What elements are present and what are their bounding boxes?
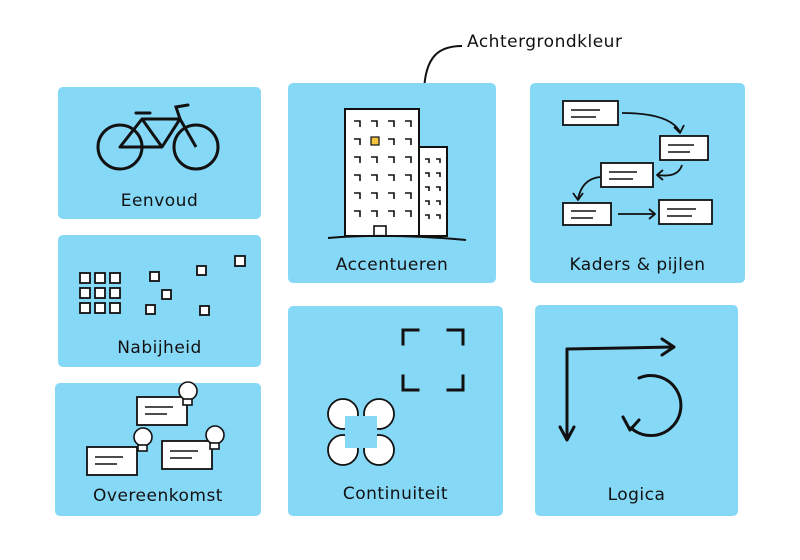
tile-nabijheid: Nabijheid xyxy=(58,235,261,367)
tile-eenvoud: Eenvoud xyxy=(58,87,261,219)
tile-label-continuiteit: Continuiteit xyxy=(342,484,449,504)
tile-continuiteit: Continuiteit xyxy=(288,306,503,516)
lightbulb-cards-icon xyxy=(86,381,225,476)
grouped-squares-icon xyxy=(79,255,246,316)
tile-label-logica: Logica xyxy=(607,485,666,505)
tile-accentueren: Accentueren xyxy=(288,83,496,283)
skyscraper-icon xyxy=(327,108,467,241)
arrows-cycle-icon xyxy=(558,337,683,442)
tile-label-overeenkomst: Overeenkomst xyxy=(93,486,223,506)
bicycle-icon xyxy=(96,103,220,171)
tile-label-nabijheid: Nabijheid xyxy=(117,338,202,358)
tile-overeenkomst: Overeenkomst xyxy=(55,381,261,516)
closure-shapes-icon xyxy=(327,328,465,466)
flowchart-icon xyxy=(562,100,713,226)
tile-logica: Logica xyxy=(535,305,738,516)
tile-label-kaders-pijlen: Kaders & pijlen xyxy=(569,255,706,275)
tile-kaders-pijlen: Kaders & pijlen xyxy=(530,83,745,283)
tile-label-accentueren: Accentueren xyxy=(335,255,449,275)
tile-label-eenvoud: Eenvoud xyxy=(120,191,199,211)
annotation-label: Achtergrondkleur xyxy=(467,32,623,52)
